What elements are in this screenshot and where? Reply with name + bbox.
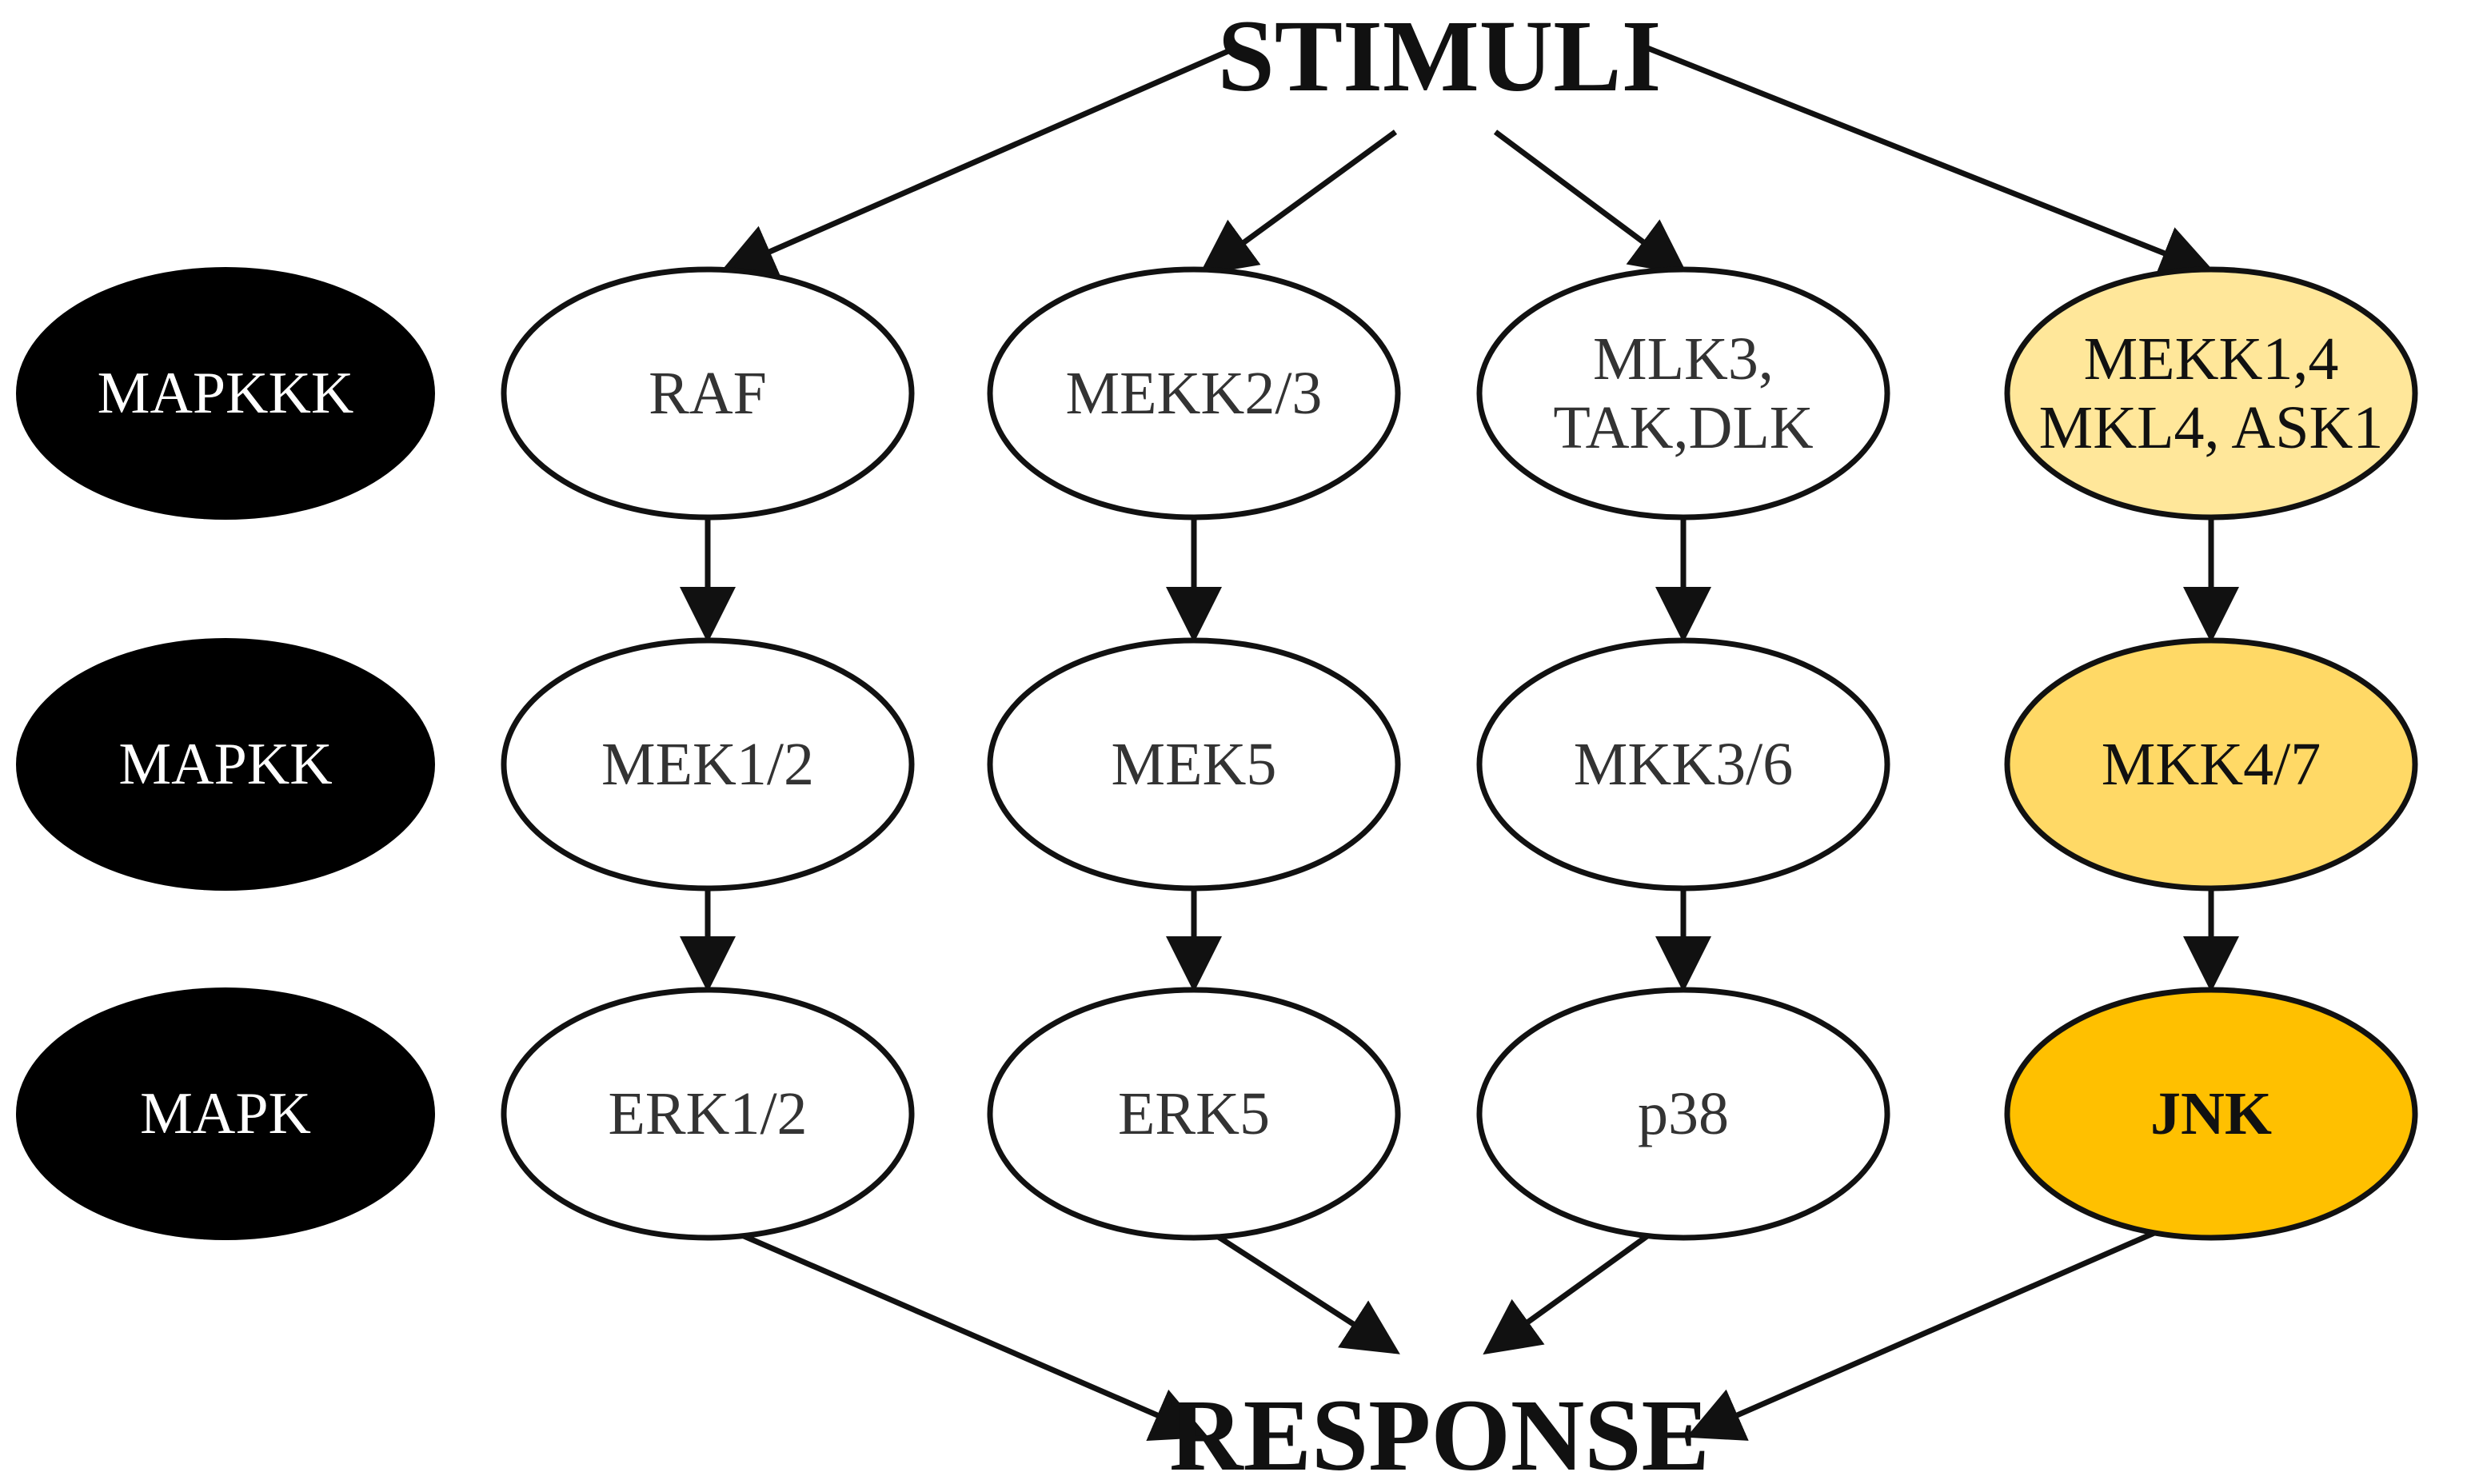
node-label: TAK,DLK [1553, 394, 1813, 461]
level-mapk: MAPK [16, 987, 435, 1240]
node-erk12-tier-3: ERK1/2 [501, 987, 915, 1241]
arrow-stimuli-to-mapkkk [1646, 45, 2217, 280]
node-ellipse [987, 637, 1401, 892]
node-p38-tier-3: p38 [1476, 987, 1890, 1241]
level-ellipse [16, 267, 435, 520]
level-label: MAPKK [118, 732, 332, 797]
node-ellipse [1476, 987, 1890, 1241]
node-label: MKK3/6 [1574, 731, 1793, 798]
node-erk5-tier-1: MEKK2/3 [987, 266, 1401, 521]
level-labels: MAPKKK MAPKK MAPK [16, 267, 435, 1240]
node-ellipse [2004, 266, 2418, 521]
level-label: MAPKKK [98, 361, 354, 426]
node-jnk-tier-3: JNK [2004, 987, 2418, 1241]
node-ellipse [1476, 637, 1890, 892]
level-mapkkk: MAPKKK [16, 267, 435, 520]
node-label: MEK1/2 [601, 731, 814, 798]
node-ellipse [501, 987, 915, 1241]
node-label: MEKK1,4 [2084, 325, 2339, 393]
node-p38-tier-2: MKK3/6 [1476, 637, 1890, 892]
node-label: MEK5 [1112, 731, 1277, 798]
arrow-mapk-to-response [1202, 1225, 1400, 1354]
node-ellipse [1476, 266, 1890, 521]
node-erk5-tier-2: MEK5 [987, 637, 1401, 892]
level-label: MAPK [140, 1081, 311, 1147]
level-ellipse [16, 987, 435, 1240]
arrow-mapk-to-response [722, 1224, 1209, 1442]
node-ellipse [2004, 637, 2418, 892]
edge-layer [680, 45, 2239, 1442]
arrow-mapk-to-response [1686, 1224, 2169, 1441]
node-ellipse [987, 987, 1401, 1241]
node-label: ERK5 [1118, 1080, 1270, 1147]
node-erk12-tier-1: RAF [501, 266, 915, 521]
node-jnk-tier-2: MKK4/7 [2004, 637, 2418, 892]
node-label: RAF [649, 360, 767, 427]
level-mapkk: MAPKK [16, 638, 435, 891]
response-title: RESPONSE [1169, 1378, 1710, 1484]
node-label: MLK3, [1593, 325, 1774, 393]
arrow-stimuli-to-mapkkk [1199, 130, 1398, 276]
node-label: JNK [2150, 1080, 2272, 1147]
arrow-stimuli-to-mapkkk [1493, 130, 1688, 276]
node-ellipse [2004, 987, 2418, 1241]
node-label: MEKK2/3 [1066, 360, 1323, 427]
level-ellipse [16, 638, 435, 891]
node-erk5-tier-3: ERK5 [987, 987, 1401, 1241]
node-erk12-tier-2: MEK1/2 [501, 637, 915, 892]
node-label: p38 [1638, 1080, 1729, 1147]
node-label: MKK4/7 [2102, 731, 2321, 798]
node-label: ERK1/2 [608, 1080, 807, 1147]
arrow-mapk-to-response [1483, 1225, 1662, 1355]
node-ellipse [501, 266, 915, 521]
node-ellipse [987, 266, 1401, 521]
arrow-stimuli-to-mapkkk [718, 45, 1237, 277]
node-p38-tier-1: MLK3,TAK,DLK [1476, 266, 1890, 521]
node-label: MKL4, ASK1 [2039, 394, 2384, 461]
node-ellipse [501, 637, 915, 892]
stimuli-title: STIMULI [1218, 0, 1662, 113]
